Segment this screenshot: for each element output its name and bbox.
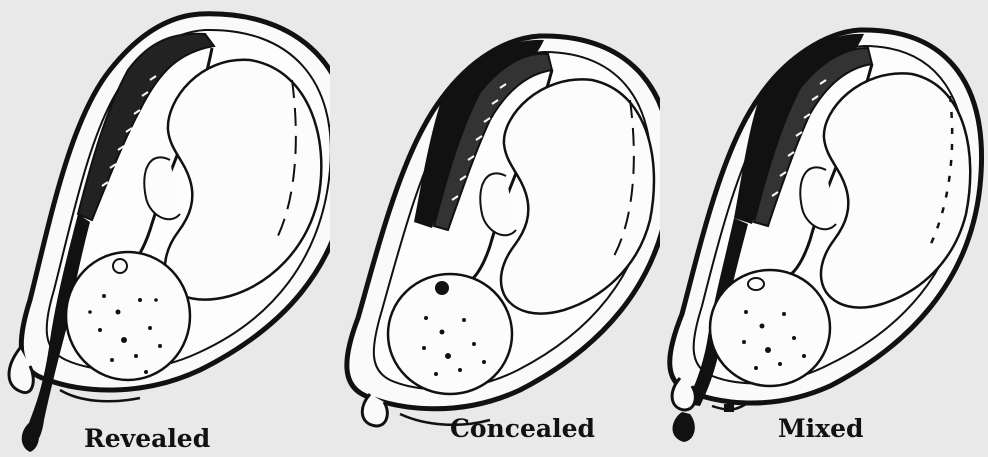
uterus-illustration-mixed xyxy=(660,0,988,457)
panel-concealed: Concealed xyxy=(330,0,660,457)
uterus-illustration-concealed xyxy=(330,0,660,457)
caption-mixed: Mixed xyxy=(778,414,863,443)
caption-concealed: Concealed xyxy=(450,414,595,443)
panel-revealed: Revealed xyxy=(0,0,330,457)
panel-mixed: Mixed xyxy=(660,0,988,457)
caption-revealed: Revealed xyxy=(84,424,210,453)
uterus-illustration-revealed xyxy=(0,0,330,457)
